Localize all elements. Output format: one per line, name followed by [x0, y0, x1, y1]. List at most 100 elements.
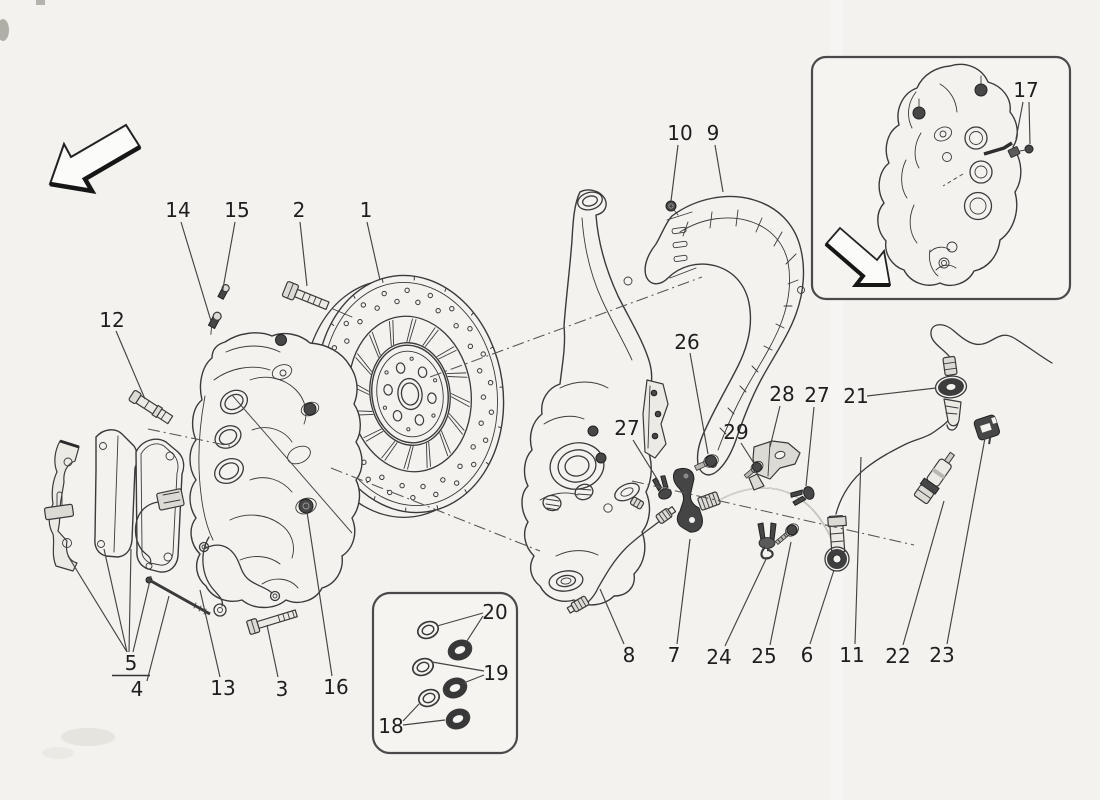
callout-2: 2 [293, 198, 308, 287]
fork-clip-24 [757, 522, 777, 560]
caliper-detail-inset [810, 55, 1072, 301]
callout-label: 23 [929, 643, 954, 667]
callout-label: 14 [165, 198, 190, 222]
leader-line [714, 144, 724, 193]
assembly-axis-lines [147, 276, 915, 552]
brake-hose-6 [697, 487, 850, 572]
leader-line [67, 555, 128, 653]
callout-3: 3 [266, 624, 288, 701]
callout-label: 2 [293, 198, 306, 222]
leader-line [306, 511, 333, 677]
brake-disc [303, 274, 505, 518]
leader-line [128, 548, 132, 653]
callout-label: 6 [801, 643, 814, 667]
leader-line [199, 589, 221, 678]
leader-line [1015, 101, 1024, 140]
callout-label: 29 [723, 420, 748, 444]
callout-label: 5 [125, 651, 138, 675]
brake-pad-inner [134, 438, 185, 573]
callout-label: 15 [224, 198, 249, 222]
leader-line [402, 719, 446, 726]
u-clip-right [790, 486, 815, 506]
bracket-7 [673, 467, 703, 533]
callout-16: 16 [306, 511, 349, 699]
sensor-clip [973, 414, 1001, 445]
callout-5: 5 [67, 548, 152, 677]
caliper-bolt-3 [246, 609, 298, 635]
leader-line [299, 221, 308, 287]
leader-line [676, 538, 691, 645]
callout-26: 26 [674, 330, 709, 455]
leader-line [1028, 101, 1031, 145]
wear-sensor-cable [198, 541, 281, 602]
callout-8: 8 [599, 588, 636, 667]
direction-arrow-icon [48, 123, 142, 195]
callout-27: 27 [804, 383, 830, 487]
brake-pad-outer [94, 429, 138, 558]
brake-pads-group [43, 429, 298, 635]
callout-label: 9 [707, 121, 720, 145]
callout-label: 18 [378, 714, 403, 738]
callout-29: 29 [723, 420, 756, 466]
leader-line [266, 624, 279, 678]
leader-line [946, 437, 986, 645]
callout-28: 28 [769, 382, 795, 448]
pad-spring-bracket [43, 439, 80, 572]
callout-label: 4 [131, 677, 144, 701]
callout-25: 25 [751, 541, 792, 668]
callout-21: 21 [843, 384, 937, 408]
pad-wear-hardware-17 [983, 141, 1034, 158]
callout-label: 21 [843, 384, 868, 408]
callout-19: 19 [431, 661, 509, 685]
bleed-screw-upper [217, 284, 230, 300]
dust-shield [642, 195, 805, 476]
leader-line [460, 674, 485, 685]
leader-line [809, 569, 835, 645]
callout-label: 7 [668, 643, 681, 667]
leader-line [632, 439, 660, 483]
hydraulic-lines-group [566, 324, 1053, 614]
callout-24: 24 [706, 556, 768, 669]
callout-label: 1 [360, 198, 373, 222]
leader-line [769, 405, 781, 448]
screw-25 [774, 523, 799, 545]
callout-label: 10 [667, 121, 692, 145]
leader-line [854, 456, 862, 645]
leader-line [769, 541, 792, 646]
inset-direction-arrow-icon [824, 226, 892, 287]
callout-label: 16 [323, 675, 348, 699]
seals-detail-inset [371, 591, 519, 755]
callout-4: 4 [131, 595, 170, 701]
caliper-bolt-2 [281, 281, 330, 311]
leader-line [146, 595, 170, 682]
callout-11: 11 [839, 456, 865, 667]
brake-caliper [189, 284, 363, 617]
leader-line [436, 612, 484, 627]
callout-9: 9 [707, 121, 724, 193]
light-seal-ring [417, 688, 441, 708]
callout-label: 8 [623, 643, 636, 667]
leader-line [115, 330, 146, 400]
inset-caliper-rear-view [877, 63, 1022, 287]
callout-18: 18 [378, 703, 446, 738]
leader-line [866, 387, 937, 397]
callout-label: 12 [99, 308, 124, 332]
dark-seal-ring [442, 677, 468, 699]
brake-hose-11 [835, 324, 1053, 515]
callout-label: 26 [674, 330, 699, 354]
steering-knuckle [521, 189, 653, 606]
dark-seal-ring [447, 639, 473, 661]
leader-line [103, 548, 128, 653]
callout-27: 27 [614, 416, 660, 483]
callout-22: 22 [885, 500, 945, 668]
dark-seal-ring [445, 708, 471, 730]
callout-13: 13 [199, 589, 236, 700]
brake-pipe-8 [566, 496, 677, 614]
leader-line [689, 352, 709, 455]
callout-label: 25 [751, 644, 776, 668]
callout-label: 28 [769, 382, 794, 406]
callout-12: 12 [99, 308, 146, 400]
callout-14: 14 [165, 198, 212, 322]
leader-line [464, 615, 484, 645]
